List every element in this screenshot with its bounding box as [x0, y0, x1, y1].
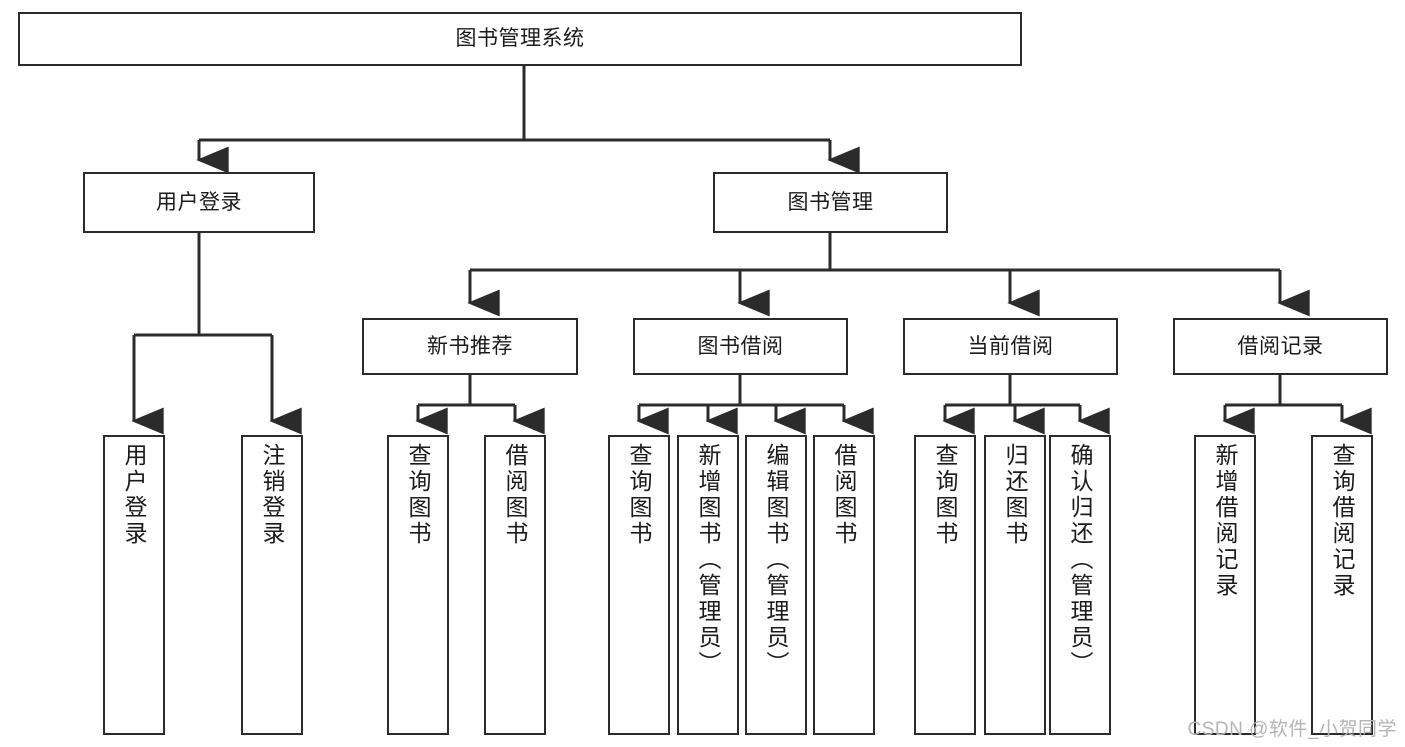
leaf-query-book-borrow[interactable]: 查询图书 — [608, 435, 670, 735]
node-user-login-label: 用户登录 — [156, 190, 242, 214]
node-borrow-record[interactable]: 借阅记录 — [1173, 318, 1388, 375]
leaf-user-login[interactable]: 用户登录 — [103, 435, 165, 735]
leaf-query-book-recommend[interactable]: 查询图书 — [387, 435, 449, 735]
leaf-edit-book-admin-label: 编辑图书（管理员） — [763, 443, 790, 677]
node-current-borrow-label: 当前借阅 — [967, 334, 1054, 358]
leaf-query-book-borrow-label: 查询图书 — [626, 443, 653, 547]
node-root[interactable]: 图书管理系统 — [18, 12, 1022, 66]
node-new-book-recommend[interactable]: 新书推荐 — [362, 318, 578, 375]
node-user-login[interactable]: 用户登录 — [83, 172, 315, 233]
leaf-confirm-return-admin[interactable]: 确认归还（管理员） — [1049, 435, 1111, 735]
leaf-query-borrow-record[interactable]: 查询借阅记录 — [1311, 435, 1373, 735]
node-book-management-label: 图书管理 — [787, 190, 874, 214]
leaf-edit-book-admin[interactable]: 编辑图书（管理员） — [745, 435, 807, 735]
leaf-return-book-label: 归还图书 — [1002, 443, 1029, 547]
leaf-add-book-admin[interactable]: 新增图书（管理员） — [677, 435, 739, 735]
node-new-book-recommend-label: 新书推荐 — [427, 334, 513, 358]
node-book-borrow-label: 图书借阅 — [697, 334, 784, 358]
leaf-query-book-recommend-label: 查询图书 — [405, 443, 432, 547]
leaf-borrow-book[interactable]: 借阅图书 — [813, 435, 875, 735]
leaf-add-book-admin-label: 新增图书（管理员） — [695, 443, 722, 677]
node-book-management[interactable]: 图书管理 — [713, 172, 948, 233]
node-book-borrow[interactable]: 图书借阅 — [633, 318, 848, 375]
leaf-add-borrow-record-label: 新增借阅记录 — [1212, 443, 1239, 599]
node-root-label: 图书管理系统 — [455, 27, 585, 51]
leaf-borrow-book-label: 借阅图书 — [831, 443, 858, 547]
leaf-user-login-label: 用户登录 — [121, 443, 148, 547]
leaf-logout[interactable]: 注销登录 — [241, 435, 303, 735]
leaf-return-book[interactable]: 归还图书 — [984, 435, 1046, 735]
node-borrow-record-label: 借阅记录 — [1237, 334, 1324, 358]
leaf-query-book-current-label: 查询图书 — [932, 443, 959, 547]
leaf-borrow-book-recommend[interactable]: 借阅图书 — [484, 435, 546, 735]
leaf-logout-label: 注销登录 — [259, 443, 286, 547]
leaf-borrow-book-recommend-label: 借阅图书 — [502, 443, 529, 547]
leaf-confirm-return-admin-label: 确认归还（管理员） — [1067, 443, 1094, 677]
leaf-query-book-current[interactable]: 查询图书 — [914, 435, 976, 735]
leaf-add-borrow-record[interactable]: 新增借阅记录 — [1194, 435, 1256, 735]
node-current-borrow[interactable]: 当前借阅 — [903, 318, 1118, 375]
leaf-query-borrow-record-label: 查询借阅记录 — [1329, 443, 1356, 599]
